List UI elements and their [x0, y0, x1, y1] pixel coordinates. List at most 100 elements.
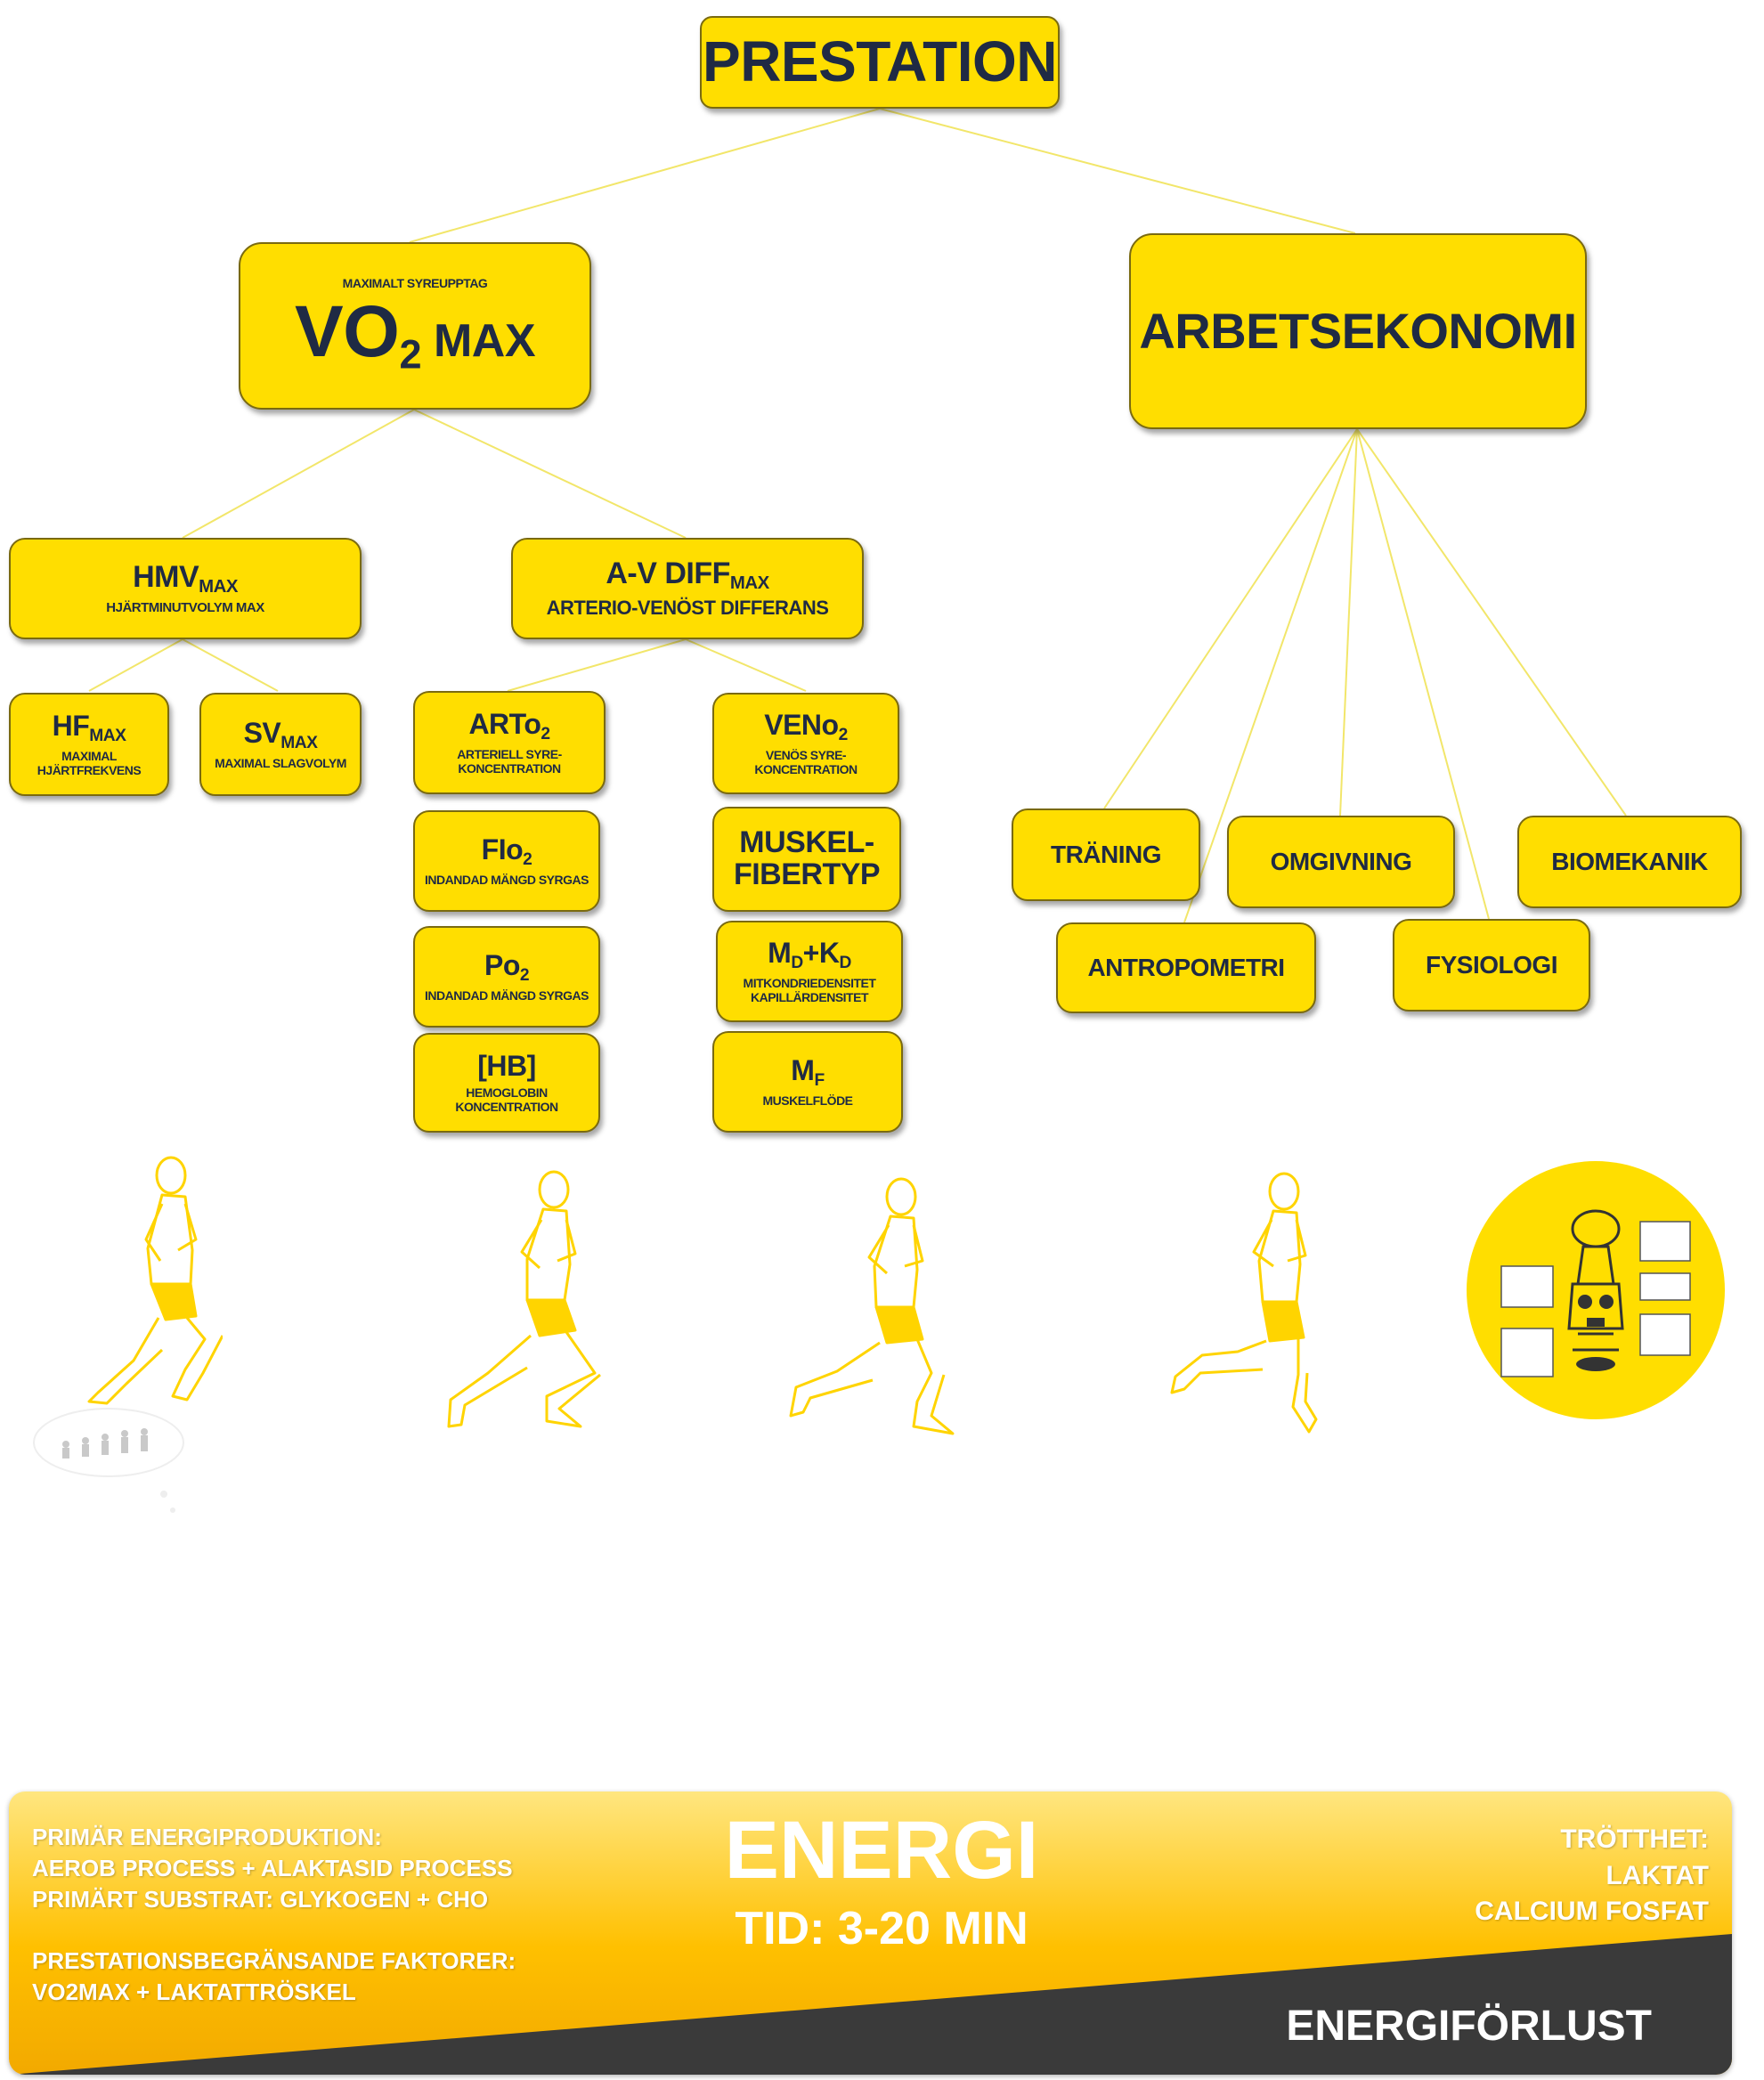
- runner-figure-4: [1170, 1172, 1318, 1434]
- vo2max-suffix: MAX: [421, 315, 536, 368]
- omgivning-box: OMGIVNING: [1227, 816, 1455, 908]
- hmv-main: HMV: [133, 559, 199, 594]
- fatigue-label: TRÖTTHET:: [1560, 1824, 1709, 1854]
- limiting-factors-text: VO2MAX + LAKTATTRÖSKEL: [32, 1978, 356, 2006]
- hf-sub: MAX: [89, 726, 126, 745]
- sv-desc: MAXIMAL SLAGVOLYM: [215, 755, 346, 770]
- mdkd-desc-1: MITKONDRIEDENSITET: [743, 975, 876, 990]
- laktat-text: LAKTAT: [1605, 1860, 1709, 1890]
- avdiff-main: A-V DIFF: [606, 556, 730, 590]
- fysiologi-label: FYSIOLOGI: [1426, 951, 1557, 979]
- fio2-box: FIo2 INDANDAD MÄNGD SYRGAS: [413, 810, 600, 912]
- vo2max-subtitle: MAXIMALT SYREUPPTAG: [342, 276, 488, 291]
- fio2-desc: INDANDAD MÄNGD SYRGAS: [425, 872, 589, 887]
- mf-box: MF MUSKELFLÖDE: [712, 1031, 903, 1133]
- runner-figure-3: [789, 1177, 955, 1435]
- arto2-title: ARTo2: [468, 707, 550, 743]
- avdiff-sub: MAX: [729, 573, 769, 593]
- evolution-thumbnail-icon: [33, 1408, 184, 1513]
- biomekanik-label: BIOMEKANIK: [1551, 848, 1708, 876]
- hf-box: HFMAX MAXIMAL HJÄRTFREKVENS: [9, 693, 169, 796]
- hb-box: [HB] HEMOGLOBIN KONCENTRATION: [413, 1033, 600, 1133]
- po2-sub: 2: [519, 965, 530, 985]
- po2-main: Po: [484, 949, 520, 981]
- hf-main: HF: [52, 709, 90, 742]
- hf-title: HFMAX: [53, 711, 126, 745]
- mdkd-title: MD+KD: [768, 938, 851, 972]
- mdkd-msub: D: [791, 953, 803, 972]
- limiting-factors-label: PRESTATIONSBEGRÄNSANDE FAKTORER:: [32, 1947, 516, 1975]
- traning-box: TRÄNING: [1012, 808, 1200, 901]
- mdkd-m: M: [768, 936, 792, 969]
- mf-main: M: [791, 1054, 815, 1086]
- muskelfibertyp-box: MUSKEL- FIBERTYP: [712, 807, 901, 912]
- calcium-fosfat-text: CALCIUM FOSFAT: [1475, 1897, 1709, 1926]
- aerob-process-text: AEROB PROCESS + ALAKTASID PROCESS: [32, 1855, 513, 1882]
- sv-title: SVMAX: [243, 717, 318, 752]
- hb-desc-1: HEMOGLOBIN: [466, 1085, 548, 1100]
- vo2max-box: MAXIMALT SYREUPPTAG VO2 MAX: [239, 242, 591, 410]
- arto2-main: ARTo: [468, 707, 541, 740]
- runner-figure-1: [87, 1156, 223, 1405]
- primary-substrate-text: PRIMÄRT SUBSTRAT: GLYKOGEN + CHO: [32, 1886, 489, 1913]
- hmv-title: HMVMAX: [133, 559, 238, 597]
- po2-title: Po2: [484, 949, 530, 985]
- sv-main: SV: [243, 717, 281, 749]
- veno2-box: VENo2 VENÖS SYRE- KONCENTRATION: [712, 693, 899, 794]
- mf-desc: MUSKELFLÖDE: [762, 1093, 853, 1108]
- energi-time: TID: 3-20 MIN: [735, 1903, 1028, 1954]
- hb-desc-2: KONCENTRATION: [455, 1099, 558, 1114]
- mdkd-ksub: D: [839, 953, 851, 972]
- arbetsekonomi-title: ARBETSEKONOMI: [1139, 302, 1577, 359]
- hf-desc-2: HJÄRTFREKVENS: [37, 762, 142, 777]
- veno2-main: VENo: [764, 708, 839, 741]
- veno2-desc-1: VENÖS SYRE-: [765, 747, 847, 762]
- energiforlust-label: ENERGIFÖRLUST: [1286, 2003, 1652, 2050]
- mdkd-plus: +K: [802, 936, 840, 969]
- veno2-title: VENo2: [764, 708, 849, 744]
- po2-box: Po2 INDANDAD MÄNGD SYRGAS: [413, 926, 600, 1028]
- energi-title: ENERGI: [724, 1805, 1039, 1896]
- biomekanik-box: BIOMEKANIK: [1517, 816, 1742, 908]
- sv-sub: MAX: [280, 733, 318, 752]
- omgivning-label: OMGIVNING: [1270, 848, 1412, 876]
- muskelfibertyp-line-2: FIBERTYP: [733, 857, 881, 891]
- veno2-sub: 2: [838, 725, 849, 744]
- po2-desc: INDANDAD MÄNGD SYRGAS: [425, 987, 589, 1003]
- traning-label: TRÄNING: [1050, 841, 1162, 869]
- arto2-desc-2: KONCENTRATION: [458, 760, 561, 776]
- prestation-box: PRESTATION: [700, 16, 1060, 109]
- vo2max-title: VO2 MAX: [294, 291, 536, 378]
- energy-loss-wedge: [9, 1934, 1732, 2075]
- veno2-desc-2: KONCENTRATION: [754, 761, 858, 776]
- avdiff-box: A-V DIFFMAX ARTERIO-VENÖST DIFFERANS: [511, 538, 864, 639]
- banner-left-text: PRIMÄR ENERGIPRODUKTION: AEROB PROCESS +…: [32, 1822, 516, 2008]
- banner-right-text: TRÖTTHET: LAKTAT CALCIUM FOSFAT: [1475, 1822, 1709, 1930]
- fio2-main: FIo: [481, 833, 524, 865]
- primary-energy-label: PRIMÄR ENERGIPRODUKTION:: [32, 1824, 382, 1850]
- arto2-sub: 2: [541, 724, 550, 743]
- energy-banner: PRIMÄR ENERGIPRODUKTION: AEROB PROCESS +…: [9, 1792, 1732, 2075]
- muskelfibertyp-line-1: MUSKEL-: [739, 825, 874, 860]
- hmv-box: HMVMAX HJÄRTMINUTVOLYM MAX: [9, 538, 362, 639]
- antropometri-box: ANTROPOMETRI: [1056, 922, 1316, 1013]
- hmv-sub: MAX: [199, 576, 238, 597]
- avdiff-title: A-V DIFFMAX: [606, 556, 769, 594]
- antropometri-label: ANTROPOMETRI: [1087, 954, 1285, 982]
- hb-title: [HB]: [477, 1050, 536, 1083]
- runner-figure-2: [447, 1170, 601, 1428]
- arbetsekonomi-box: ARBETSEKONOMI: [1129, 233, 1587, 429]
- avdiff-desc: ARTERIO-VENÖST DIFFERANS: [546, 597, 829, 620]
- arto2-box: ARTo2 ARTERIELL SYRE- KONCENTRATION: [413, 691, 606, 794]
- physiology-diagram-icon: [1467, 1161, 1725, 1419]
- hf-desc-1: MAXIMAL: [61, 748, 117, 763]
- mf-title: MF: [791, 1054, 825, 1090]
- mdkd-box: MD+KD MITKONDRIEDENSITET KAPILLÄRDENSITE…: [716, 921, 903, 1022]
- fysiologi-box: FYSIOLOGI: [1393, 919, 1590, 1012]
- mf-sub: F: [814, 1070, 825, 1090]
- vo2max-sub: 2: [399, 331, 422, 378]
- vo2max-main: VO: [294, 291, 400, 373]
- mdkd-desc-2: KAPILLÄRDENSITET: [751, 989, 869, 1004]
- fio2-sub: 2: [523, 849, 532, 869]
